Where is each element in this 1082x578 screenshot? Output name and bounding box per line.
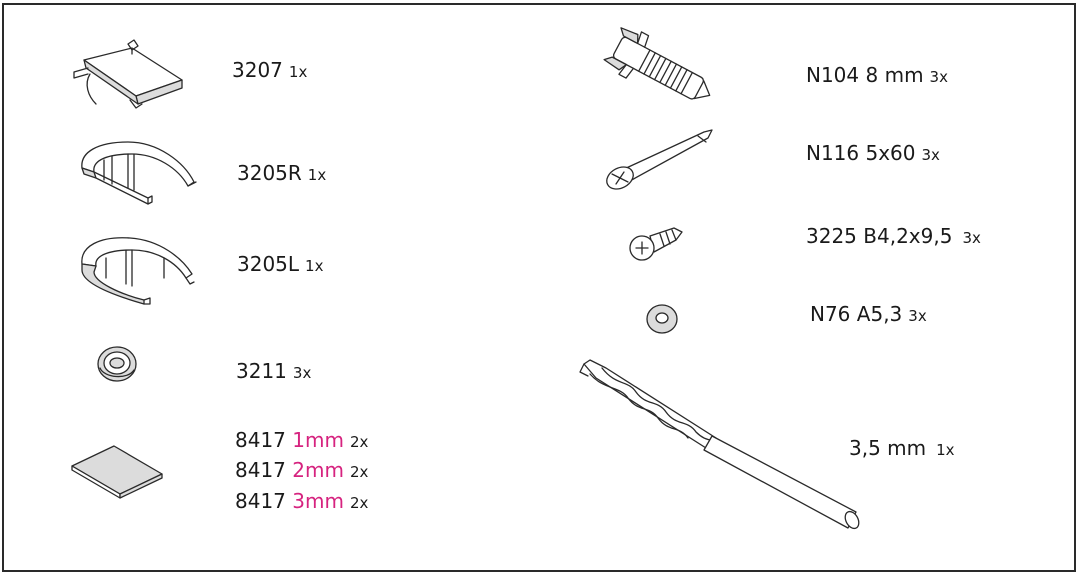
- grommet-icon: [94, 342, 140, 384]
- bracket-left-icon: [72, 228, 196, 308]
- shim-pad-icon: [70, 440, 164, 502]
- short-screw-icon: [626, 222, 684, 266]
- cover-plate-icon: [66, 38, 188, 116]
- parts-list-frame: [2, 3, 1076, 572]
- wall-plug-icon: [604, 30, 720, 110]
- bracket-right-icon: [74, 138, 198, 218]
- washer-icon: [644, 302, 680, 336]
- drill-bit-icon: [576, 356, 866, 534]
- screw-icon: [600, 126, 716, 198]
